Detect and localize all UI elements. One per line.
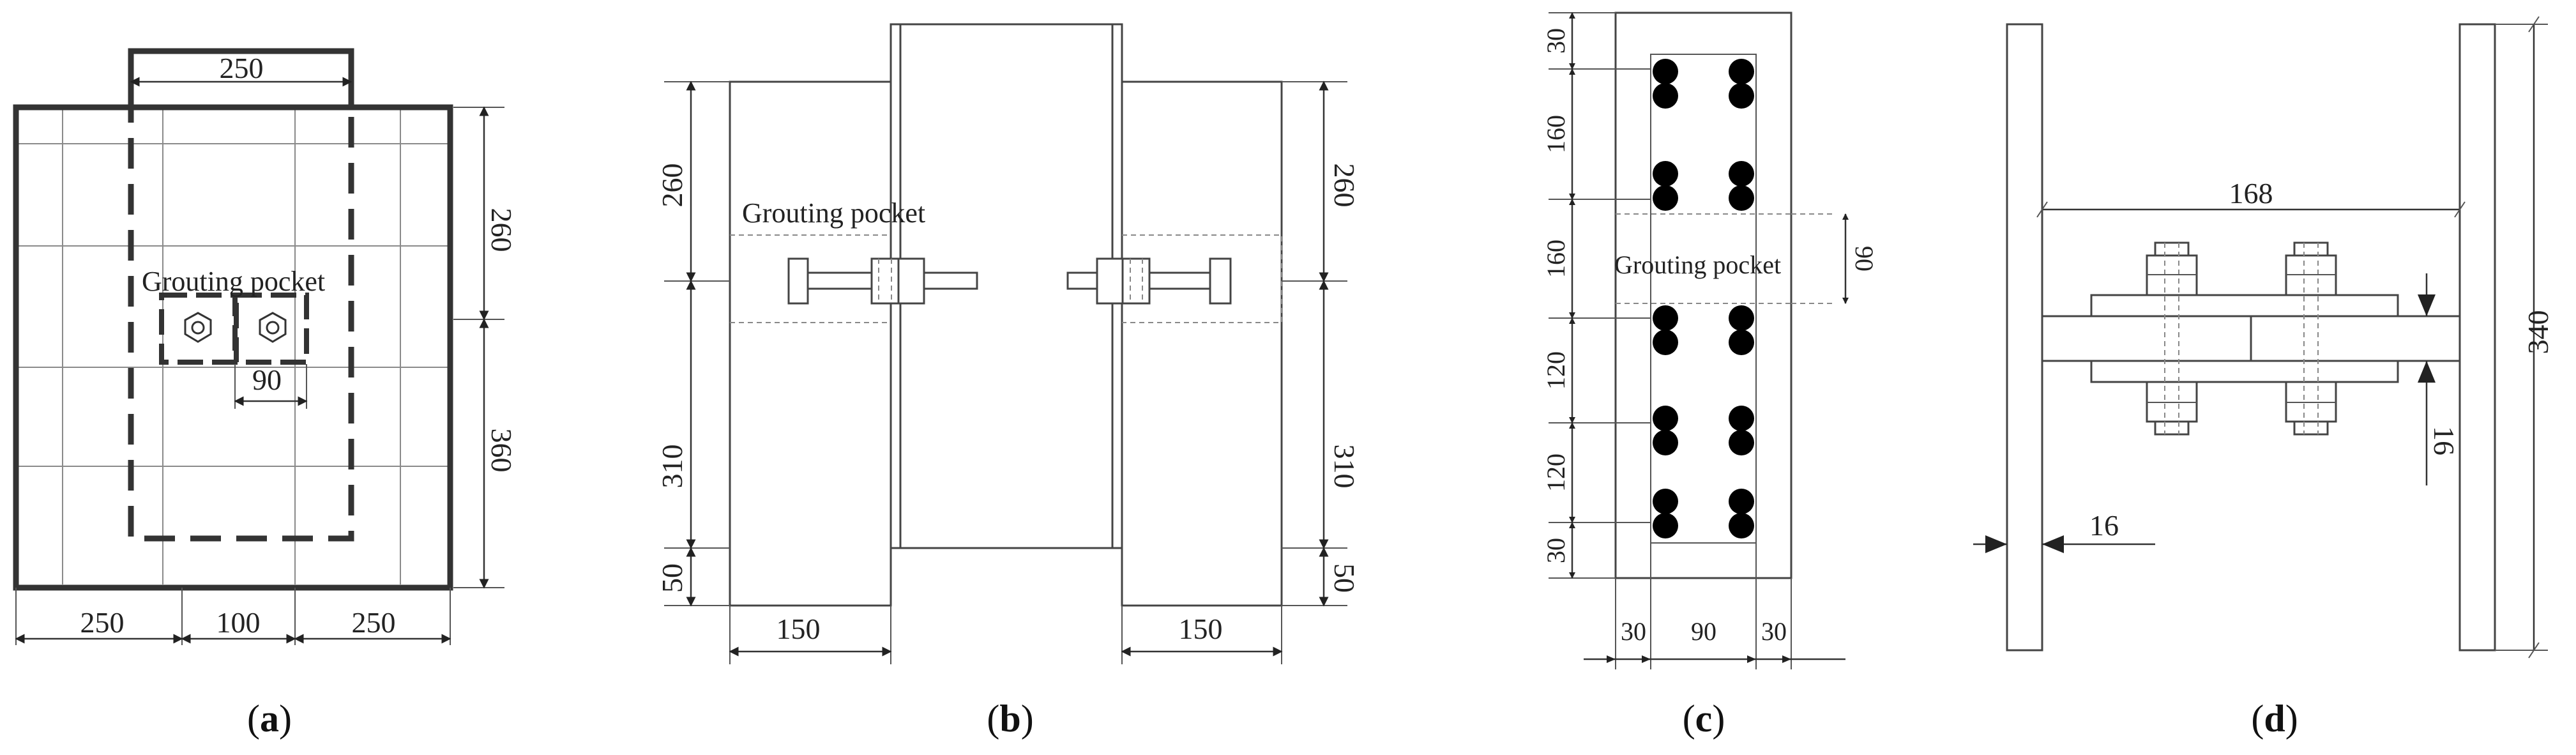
dim-right-lower: 50 — [1328, 563, 1361, 593]
left-flange — [2006, 23, 2043, 652]
dim-bottom-left: 30 — [1621, 617, 1646, 646]
grouting-pocket-right — [234, 293, 309, 365]
caption-b: (b) — [987, 698, 1033, 740]
column-dashed — [128, 104, 354, 542]
dim-bottom-left: 150 — [777, 613, 821, 645]
dim-left-upper: 260 — [656, 164, 688, 208]
dim-plate-thickness: 16 — [2428, 426, 2460, 455]
dim-v3: 160 — [1542, 240, 1570, 278]
bolt-left — [787, 257, 978, 305]
pocket-label: Grouting pocket — [142, 266, 325, 297]
dim-v4: 120 — [1542, 351, 1570, 390]
bolt-right — [2285, 241, 2337, 436]
dim-v6: 30 — [1542, 538, 1570, 563]
panel-b: Grouting pocket 260 310 50 — [656, 23, 1361, 740]
dim-bottom-left: 250 — [80, 606, 125, 639]
plate-outline — [1614, 11, 1792, 579]
caption-a: (a) — [247, 698, 292, 740]
dim-bottom-right: 250 — [352, 606, 396, 639]
bolt-right — [1066, 257, 1232, 305]
dim-bottom-right: 30 — [1761, 617, 1787, 646]
dim-span: 168 — [2229, 177, 2273, 210]
dim-pocket-height: 90 — [1850, 246, 1879, 271]
dim-pocket-spacing: 90 — [252, 363, 282, 396]
nut-icon — [184, 312, 212, 343]
grouting-pocket-left — [159, 293, 238, 365]
bolt-left — [2146, 241, 2198, 436]
dim-right-mid: 310 — [1328, 445, 1361, 489]
dim-height: 340 — [2522, 310, 2554, 355]
dim-top-width: 250 — [220, 52, 264, 84]
dim-right-upper: 260 — [485, 208, 518, 252]
right-flange — [2459, 23, 2496, 652]
splice-plate-bottom — [2090, 360, 2399, 383]
dim-flange-thickness: 16 — [2089, 509, 2119, 542]
dim-v2: 160 — [1542, 115, 1570, 153]
pocket-label: Grouting pocket — [1614, 250, 1781, 279]
caption-d: (d) — [2251, 698, 2298, 740]
panel-a: Grouting pocket 250 260 360 90 250 100 2… — [13, 48, 518, 740]
right-slab — [1121, 80, 1283, 607]
panel-c: Grouting pocket 30 160 160 — [1542, 11, 1879, 740]
dim-bottom-mid: 90 — [1691, 617, 1716, 646]
dim-left-lower: 50 — [656, 563, 688, 593]
pocket-label: Grouting pocket — [742, 197, 925, 229]
nut-icon — [259, 312, 287, 343]
left-slab — [729, 80, 892, 607]
dim-right-lower: 360 — [485, 429, 518, 473]
dim-left-mid: 310 — [656, 445, 688, 489]
dim-bottom-right: 150 — [1179, 613, 1223, 645]
splice-plate-top — [2090, 294, 2399, 317]
bolt-zone — [1650, 54, 1757, 544]
dim-bottom-mid: 100 — [216, 606, 261, 639]
panel-d: 168 340 16 16 (d) — [1973, 16, 2554, 740]
dim-v5: 120 — [1542, 454, 1570, 492]
dim-right-upper: 260 — [1328, 164, 1361, 208]
caption-c: (c) — [1683, 698, 1725, 740]
dim-v1: 30 — [1542, 28, 1570, 54]
bolt-group — [1653, 59, 1754, 538]
